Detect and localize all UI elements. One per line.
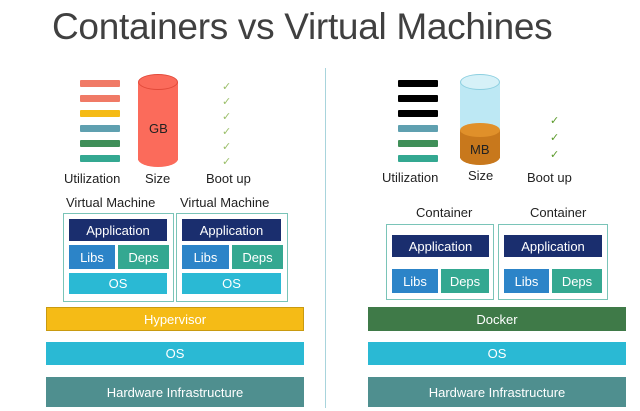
vm-box-title-1: Virtual Machine (66, 195, 156, 210)
vm-boot-check: ✓ (222, 126, 232, 138)
container-utilization-bar (398, 155, 438, 162)
vm-host-os-layer: OS (46, 342, 304, 365)
container-utilization-bar (398, 110, 438, 117)
container-box-1: Application Libs Deps (386, 224, 494, 300)
vm-2-libs: Libs (182, 245, 229, 269)
hypervisor-layer: Hypervisor (46, 307, 304, 331)
vm-1-deps: Deps (118, 245, 169, 269)
vm-utilization-bar (80, 140, 120, 147)
vm-2-application: Application (182, 219, 281, 241)
container-box-title-2: Container (530, 205, 587, 220)
vm-utilization-bar (80, 125, 120, 132)
container-box-title-1: Container (416, 205, 473, 220)
vm-box-1: Application Libs Deps OS (63, 213, 174, 302)
vm-utilization-label: Utilization (64, 171, 121, 186)
vm-boot-check: ✓ (222, 81, 232, 93)
vm-1-application: Application (69, 219, 167, 241)
container-utilization-bar (398, 125, 438, 132)
vm-utilization-bar (80, 155, 120, 162)
vm-box-2: Application Libs Deps OS (176, 213, 288, 302)
container-1-deps: Deps (441, 269, 489, 293)
docker-layer: Docker (368, 307, 626, 331)
container-2-libs: Libs (504, 269, 549, 293)
container-utilization-bar (398, 140, 438, 147)
vm-boot-check: ✓ (222, 96, 232, 108)
center-divider (325, 68, 326, 408)
vm-utilization-bar (80, 110, 120, 117)
vm-utilization-bar (80, 95, 120, 102)
container-hardware-layer: Hardware Infrastructure (368, 377, 626, 407)
container-size-value: MB (470, 142, 490, 157)
container-size-cylinder: MB (460, 74, 500, 165)
vm-boot-check: ✓ (222, 156, 232, 168)
container-boot-check: ✓ (550, 132, 560, 144)
container-utilization-bar (398, 95, 438, 102)
vm-size-label: Size (145, 171, 171, 186)
container-host-os-layer: OS (368, 342, 626, 365)
vm-2-deps: Deps (232, 245, 283, 269)
page-title: Containers vs Virtual Machines (52, 6, 553, 47)
vm-1-libs: Libs (69, 245, 115, 269)
container-size-label: Size (468, 168, 494, 183)
vm-2-os: OS (182, 273, 281, 294)
vm-1-os: OS (69, 273, 167, 294)
vm-size-value: GB (149, 121, 168, 136)
container-boot-check: ✓ (550, 115, 560, 127)
vm-size-cylinder: GB (138, 74, 178, 167)
container-boot-label: Boot up (527, 170, 572, 185)
vm-boot-check: ✓ (222, 141, 232, 153)
container-utilization-label: Utilization (382, 170, 439, 185)
container-2-deps: Deps (552, 269, 602, 293)
container-2-application: Application (504, 235, 602, 257)
vm-hardware-layer: Hardware Infrastructure (46, 377, 304, 407)
container-utilization-bar (398, 80, 438, 87)
container-1-application: Application (392, 235, 489, 257)
vm-utilization-bar (80, 80, 120, 87)
vm-boot-label: Boot up (206, 171, 251, 186)
container-1-libs: Libs (392, 269, 438, 293)
container-boot-check: ✓ (550, 149, 560, 161)
vm-boot-check: ✓ (222, 111, 232, 123)
container-box-2: Application Libs Deps (498, 224, 608, 300)
vm-box-title-2: Virtual Machine (180, 195, 270, 210)
